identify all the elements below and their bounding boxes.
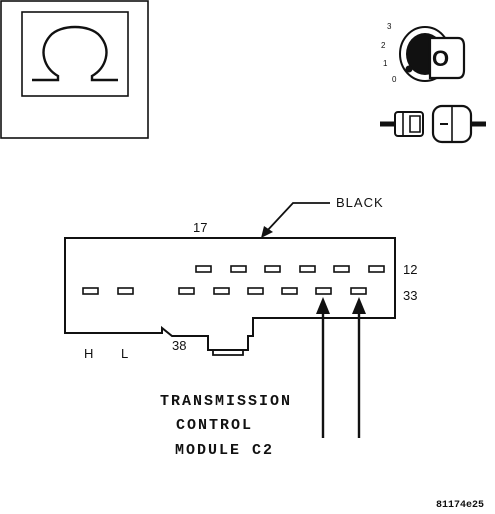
pin-label-38: 38 — [172, 338, 186, 353]
ignition-key-icon: 3 2 1 0 O — [381, 22, 466, 84]
connector-latch — [212, 350, 244, 356]
pin — [315, 287, 332, 295]
probe-arrow-right — [352, 297, 366, 438]
pin-row-top — [195, 265, 385, 273]
pin-row-bottom — [82, 287, 367, 295]
pin — [299, 265, 316, 273]
pin — [230, 265, 247, 273]
pin — [82, 287, 99, 295]
pin — [333, 265, 350, 273]
color-leader-arrowhead — [261, 226, 273, 238]
pin — [264, 265, 281, 273]
connector-body — [64, 237, 396, 351]
pin — [368, 265, 385, 273]
color-leader-line — [265, 202, 330, 233]
figure-id: 81174e25 — [436, 500, 484, 511]
pin — [178, 287, 195, 295]
side-label-h: H — [84, 346, 93, 361]
probe-arrow-left — [316, 297, 330, 438]
module-label-line-3: MODULE C2 — [175, 442, 274, 459]
ignition-position-1: 1 — [383, 59, 388, 68]
side-label-l: L — [121, 346, 128, 361]
ignition-position-0: 0 — [392, 75, 397, 84]
ohmmeter-icon — [0, 0, 149, 139]
pin — [281, 287, 298, 295]
pin-label-12: 12 — [403, 262, 417, 277]
module-label-line-1: TRANSMISSION — [160, 393, 292, 410]
key-glyph: O — [432, 46, 449, 71]
ignition-position-2: 2 — [381, 41, 386, 50]
ignition-position-3: 3 — [387, 22, 392, 31]
pin — [195, 265, 212, 273]
connector-color-label: BLACK — [336, 195, 384, 210]
pin — [350, 287, 367, 295]
pin-label-33: 33 — [403, 288, 417, 303]
pin-label-17: 17 — [193, 220, 207, 235]
module-label-line-2: CONTROL — [176, 417, 253, 434]
pin — [247, 287, 264, 295]
pin — [117, 287, 134, 295]
connector-disconnect-icon — [380, 104, 486, 144]
pin — [213, 287, 230, 295]
